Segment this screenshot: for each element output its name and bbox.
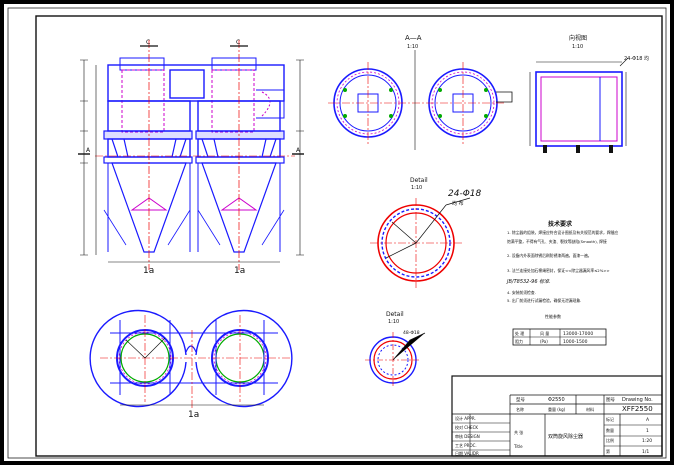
- outer-border: [7, 7, 667, 459]
- title-block: [451, 375, 663, 457]
- param-cell: (Pa): [540, 339, 548, 344]
- tb-title-label: Title: [513, 444, 523, 449]
- marker-c-left: C: [146, 39, 150, 46]
- tb-right-value: 1/1: [642, 449, 649, 455]
- note-line: 5. 出厂前须进行试漏检验，确保无泄漏现象.: [507, 298, 581, 303]
- param-cell: 风 量: [540, 330, 549, 336]
- detail-small: [365, 332, 426, 388]
- plan-view: [89, 309, 293, 410]
- note-line: 饱满平整，不得有气孔、夹渣、裂纹等缺陷(Smooth), 焊接: [507, 239, 607, 244]
- detail-small-scale: 1:10: [388, 319, 399, 325]
- section-aa: [328, 50, 513, 150]
- tb-right-label: 标记: [606, 416, 614, 422]
- tb-right-value: A: [646, 417, 650, 423]
- note-line: 4. 安装前须检查.: [507, 290, 536, 295]
- detail-flange-callout: 24-Φ18: [448, 189, 482, 199]
- marker-a-left: A: [86, 147, 91, 154]
- side-callout: 24-Φ18 均: [624, 55, 649, 62]
- tb-drawing-no-label: 图号: [606, 397, 615, 403]
- tb-name: 双筒旋风除尘器: [548, 433, 583, 440]
- tb-left-row: 工艺 PROC.: [455, 443, 477, 448]
- tb-left-row: 审核 DESIGN: [455, 433, 480, 439]
- view-right-title: 向视图: [569, 34, 587, 42]
- tb-right-value: 1:20: [642, 438, 652, 444]
- note-line: 3. 法兰连接处加石棉绳密封，保证<<除尘器漏风率≤2%>>: [507, 268, 610, 273]
- tb-model: Φ2550: [548, 397, 565, 403]
- detail-small-callout: 48-Φ18: [403, 330, 420, 336]
- inner-border: [35, 15, 663, 457]
- detail-flange-title: Detail: [410, 177, 428, 184]
- detail-flange-callout-sub: 均 布: [452, 200, 464, 207]
- tb-mid-label: 重量 (kg): [548, 406, 566, 412]
- front-elevation: [78, 40, 304, 270]
- note-line: 1. 除尘器的组装，焊接应符合设计图纸及有关规范的要求，焊缝应: [507, 230, 618, 235]
- tb-sheet: 共 张: [514, 429, 523, 435]
- tb-right-label: 数量: [606, 427, 614, 433]
- tb-model-label: 型号: [516, 396, 525, 403]
- dim-label-right: 1a: [234, 266, 245, 276]
- detail-flange: [370, 197, 471, 288]
- tb-right-label: 比例: [606, 437, 614, 443]
- view-right-scale: 1:10: [572, 44, 583, 50]
- tb-code: XFF2550: [622, 405, 653, 413]
- paper: [4, 4, 670, 461]
- note-line: 2. 设备内外表面除锈后刷防锈漆两遍，面漆一遍。: [507, 253, 592, 258]
- dim-label-plan: 1a: [188, 410, 199, 420]
- tb-left-row: 日期 VALIDR: [455, 450, 479, 456]
- dim-label-left: 1a: [143, 266, 154, 276]
- notes-title: 技术要求: [548, 220, 573, 228]
- detail-flange-scale: 1:10: [411, 185, 422, 191]
- tb-left-row: 设计 APPR.: [455, 415, 476, 421]
- marker-c-right: C: [236, 39, 240, 46]
- notes-list: 1. 除尘器的组装，焊接应符合设计图纸及有关规范的要求，焊缝应 饱满平整，不得有…: [506, 230, 618, 303]
- param-table: [512, 328, 607, 346]
- tb-right-value: 1: [646, 428, 649, 434]
- param-cell: 13000-17000: [563, 331, 593, 337]
- tb-mid-label: 材料: [586, 406, 594, 412]
- param-cell: 1000-1500: [563, 339, 588, 345]
- tb-mid-label: 名称: [516, 406, 524, 412]
- tb-drawing-no: Drawing No.: [622, 397, 653, 403]
- param-table-title: 性能参数: [545, 313, 561, 319]
- section-aa-title: A—A: [405, 34, 422, 42]
- tb-left-row: 校对 CHECK: [455, 424, 478, 430]
- note-line: JB/T8532-96 标准.: [506, 278, 551, 285]
- param-cell: 处 理: [515, 330, 524, 336]
- tb-right-label: 第: [606, 448, 610, 454]
- section-aa-scale: 1:10: [407, 44, 418, 50]
- detail-small-title: Detail: [386, 311, 404, 318]
- view-top-right: [529, 57, 629, 153]
- param-cell: 阻力: [515, 338, 523, 344]
- marker-a-right: A: [296, 147, 301, 154]
